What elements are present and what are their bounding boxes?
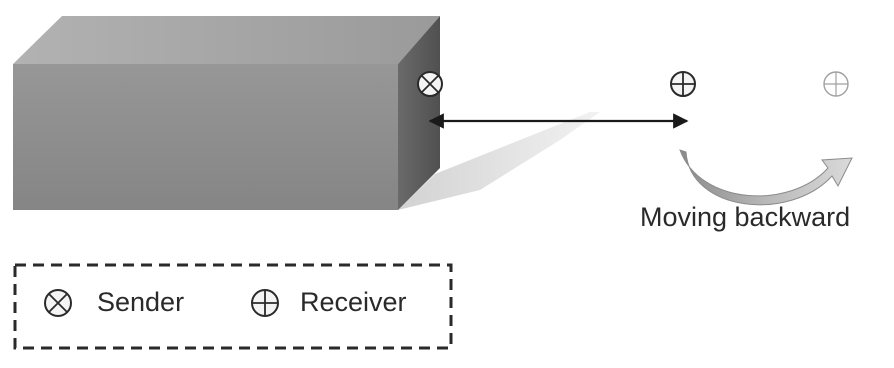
receiver-icon <box>670 71 696 97</box>
sender-icon <box>417 71 443 97</box>
curved-arrow-icon <box>679 149 853 206</box>
box-top-face <box>13 16 440 64</box>
box-front-face <box>13 64 398 210</box>
receiver-ghost-icon <box>823 71 849 97</box>
box-shadow <box>398 112 600 210</box>
legend-sender-icon <box>44 289 72 317</box>
legend-box <box>13 263 453 350</box>
legend-sender-label: Sender <box>97 287 185 317</box>
motion-label: Moving backward <box>640 202 851 232</box>
obstacle-box <box>13 16 440 210</box>
legend-receiver-label: Receiver <box>300 287 407 317</box>
legend-receiver-icon <box>251 289 279 317</box>
box-side-face <box>398 16 440 210</box>
